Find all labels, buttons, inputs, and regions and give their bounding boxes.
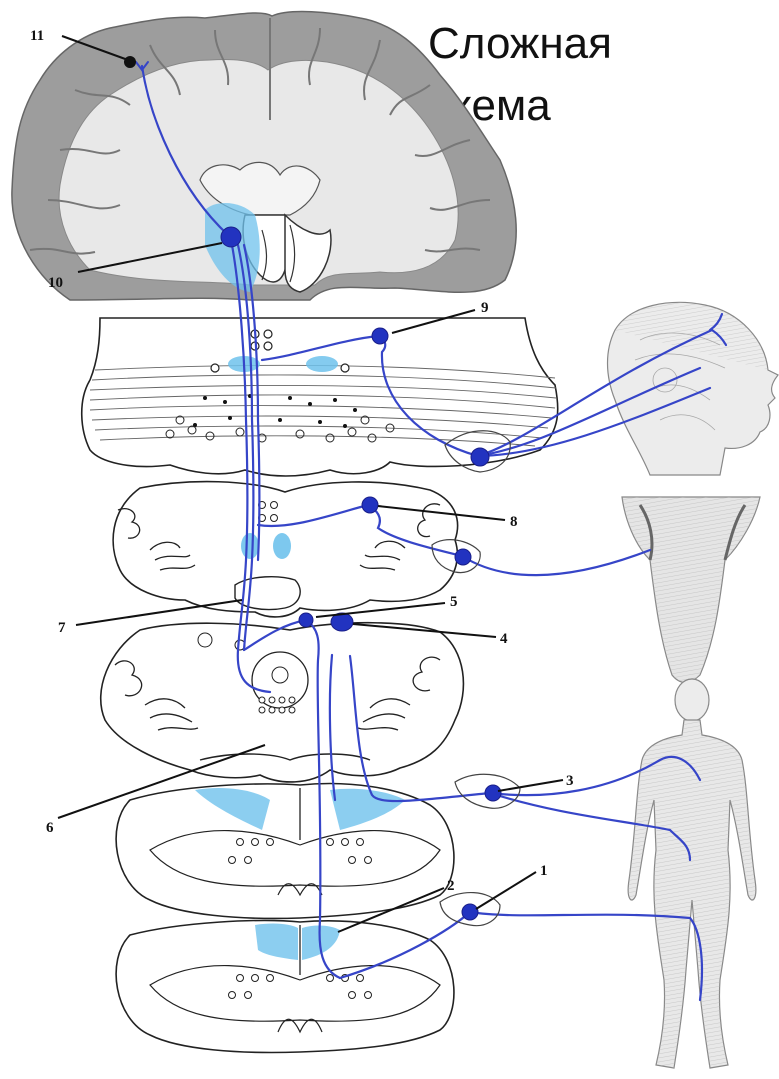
neuron-9-ganglion [471,448,489,466]
label-2: 2 [447,878,455,894]
human-body-figure [628,679,756,1068]
label-10: 10 [48,275,63,291]
label-11: 11 [30,28,44,44]
neuron-3 [485,785,501,801]
label-6: 6 [46,820,54,836]
head-figure [608,302,779,475]
spinal-cord-cervical-section [116,784,454,919]
neuron-8-ganglion [455,549,471,565]
label-9: 9 [481,300,489,316]
neuron-10 [221,227,241,247]
tongue-figure [622,497,760,683]
neuron-1 [462,904,478,920]
brain-coronal-section [12,12,516,300]
label-4: 4 [500,631,508,647]
medulla-upper-section [113,482,457,617]
spinal-cord-lower-section [116,921,454,1053]
label-7: 7 [58,620,66,636]
neuron-8 [362,497,378,513]
medulla-lower-section [101,623,464,782]
label-8: 8 [510,514,518,530]
neuron-5 [299,613,313,627]
label-3: 3 [566,773,574,789]
label-5: 5 [450,594,458,610]
label-1: 1 [540,863,548,879]
neuron-9 [372,328,388,344]
neuron-11 [124,56,136,68]
